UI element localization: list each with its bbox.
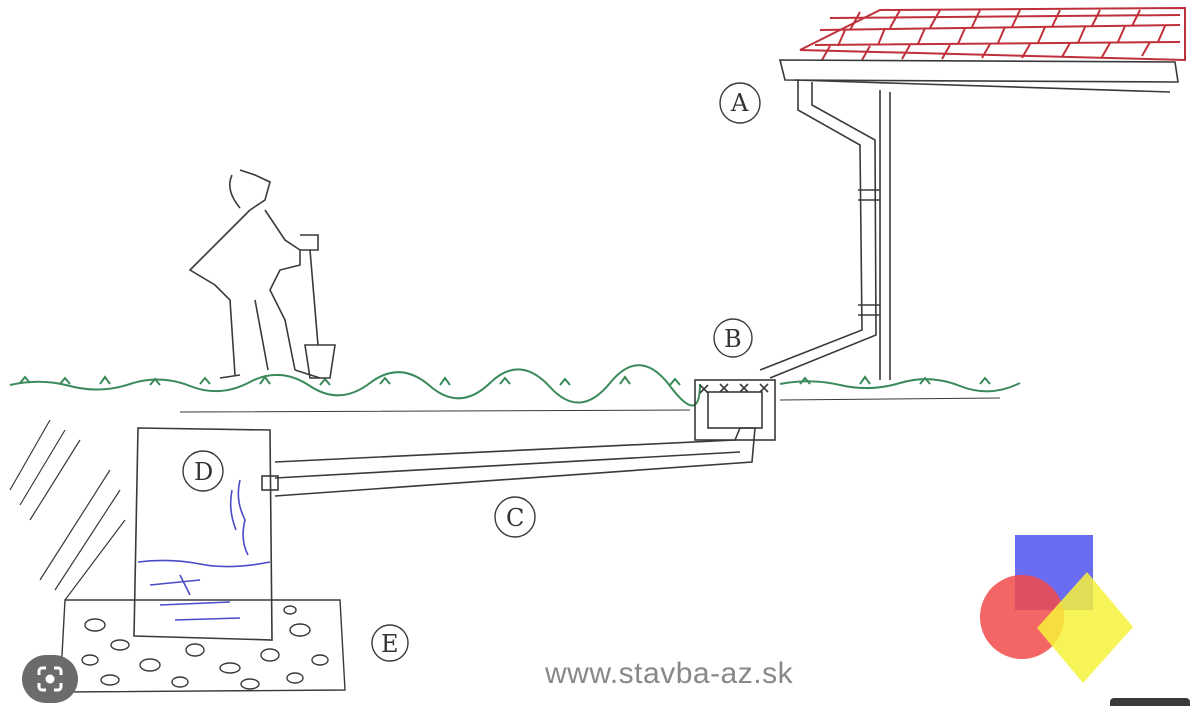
google-lens-icon bbox=[35, 664, 65, 694]
catch-pit bbox=[695, 380, 775, 440]
website-url: www.stavba-az.sk bbox=[545, 657, 793, 691]
downspout bbox=[760, 80, 880, 378]
roof bbox=[800, 8, 1185, 60]
label-e: E bbox=[381, 630, 399, 658]
soil-hatch bbox=[10, 420, 125, 600]
google-lens-button[interactable] bbox=[22, 655, 78, 703]
image-size-badge bbox=[1110, 698, 1190, 706]
label-d: D bbox=[194, 458, 213, 486]
gutter bbox=[780, 60, 1178, 380]
gravel-bed bbox=[60, 600, 345, 692]
stavba-logo bbox=[980, 535, 1133, 683]
water-fill bbox=[138, 480, 270, 620]
label-circles bbox=[183, 83, 760, 661]
person-digging bbox=[190, 170, 335, 378]
label-b: B bbox=[724, 325, 742, 353]
label-c: C bbox=[506, 504, 524, 532]
label-a: A bbox=[731, 89, 748, 117]
drain-pipe bbox=[262, 428, 755, 496]
